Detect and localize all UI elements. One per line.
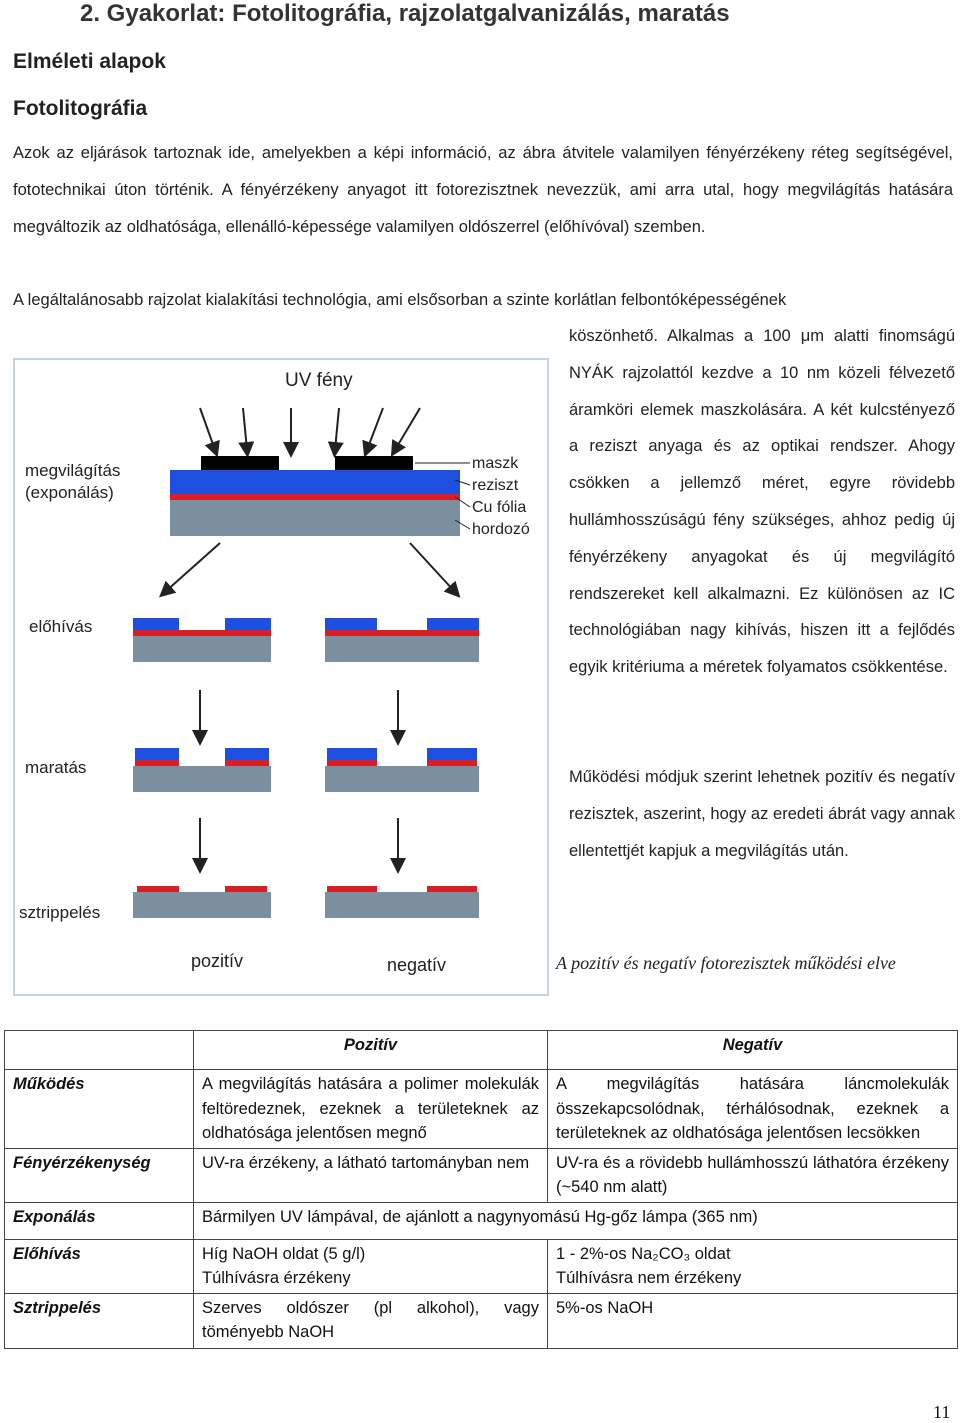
section-heading: Elméleti alapok bbox=[13, 50, 166, 73]
cell-negative: A megvilágítás hatására láncmolekulák ös… bbox=[547, 1069, 958, 1149]
row-label: Exponálás bbox=[4, 1201, 194, 1240]
row-label: Előhívás bbox=[4, 1238, 194, 1294]
table-row: Működés A megvilágítás hatására a polime… bbox=[4, 1069, 958, 1149]
page-title: 2. Gyakorlat: Fotolitográfia, rajzolatga… bbox=[80, 0, 730, 27]
page-number: 11 bbox=[933, 1402, 951, 1422]
legend-resist: reziszt bbox=[472, 477, 519, 494]
develop-label: előhívás bbox=[29, 617, 92, 636]
table-row: Sztrippelés Szerves oldószer (pl alkohol… bbox=[4, 1292, 958, 1349]
photolithography-figure: UV fény megvilágítás (exponálás) maszk r… bbox=[13, 358, 549, 996]
negative-label: negatív bbox=[387, 955, 446, 975]
cell-line: Túlhívásra érzékeny bbox=[202, 1269, 351, 1287]
cell-negative: 1 - 2%-os Na₂CO₃ oldat Túlhívásra nem ér… bbox=[547, 1238, 958, 1294]
developed-negative bbox=[325, 618, 479, 662]
uv-arrows bbox=[199, 407, 421, 458]
row-label: Sztrippelés bbox=[4, 1292, 194, 1349]
legend-substrate: hordozó bbox=[472, 521, 530, 538]
figure-caption: A pozitív és negatív fotorezisztek működ… bbox=[556, 953, 896, 973]
developed-positive bbox=[133, 618, 271, 662]
cell-line: Híg NaOH oldat (5 g/l) bbox=[202, 1244, 366, 1263]
cell-positive: UV-ra érzékeny, a látható tartományban n… bbox=[193, 1147, 548, 1203]
positive-label: pozitív bbox=[191, 951, 243, 971]
table-row: Exponálás Bármilyen UV lámpával, de aján… bbox=[4, 1201, 958, 1240]
legend-mask: maszk bbox=[472, 455, 519, 472]
intro-paragraph: Azok az eljárások tartoznak ide, amelyek… bbox=[13, 144, 953, 236]
exposure-label-1: megvilágítás bbox=[25, 461, 120, 480]
table-row: Fényérzékenység UV-ra érzékeny, a láthat… bbox=[4, 1147, 958, 1203]
etched-negative bbox=[325, 748, 479, 792]
cell-negative: UV-ra és a rövidebb hullámhosszú látható… bbox=[547, 1147, 958, 1203]
etched-positive bbox=[133, 748, 271, 792]
cell-positive: Szerves oldószer (pl alkohol), vagy tömé… bbox=[193, 1292, 548, 1349]
exposure-label-2: (exponálás) bbox=[25, 483, 114, 502]
process-diagram: UV fény megvilágítás (exponálás) maszk r… bbox=[19, 370, 530, 975]
stripped-negative bbox=[325, 886, 479, 918]
cell-positive: Híg NaOH oldat (5 g/l) Túlhívásra érzéke… bbox=[193, 1238, 548, 1294]
header-positive: Pozitív bbox=[193, 1030, 548, 1070]
technology-paragraph-start: A legáltalánosabb rajzolat kialakítási t… bbox=[13, 291, 787, 309]
row-label: Működés bbox=[4, 1069, 194, 1149]
stripped-positive bbox=[133, 886, 271, 918]
cell-line: Túlhívásra nem érzékeny bbox=[556, 1269, 742, 1287]
cell-negative: 5%-os NaOH bbox=[547, 1292, 958, 1349]
operation-paragraph: Működési módjuk szerint lehetnek pozitív… bbox=[569, 768, 955, 860]
comparison-table: Pozitív Negatív Működés A megvilágítás h… bbox=[4, 1030, 958, 1349]
subsection-heading: Fotolitográfia bbox=[13, 97, 148, 120]
etch-label: maratás bbox=[25, 758, 86, 777]
cell-line: 1 - 2%-os Na₂CO₃ oldat bbox=[556, 1244, 731, 1263]
header-negative: Negatív bbox=[547, 1030, 958, 1070]
cell-both: Bármilyen UV lámpával, de ajánlott a nag… bbox=[193, 1201, 958, 1240]
exposure-stack bbox=[170, 456, 460, 536]
table-header-row: Pozitív Negatív bbox=[4, 1030, 958, 1070]
technology-paragraph-continued: köszönhető. Alkalmas a 100 μm alatti fin… bbox=[569, 327, 955, 677]
row-label: Fényérzékenység bbox=[4, 1147, 194, 1203]
legend-copper: Cu fólia bbox=[472, 499, 526, 516]
strip-label: sztrippelés bbox=[19, 903, 100, 922]
uv-light-label: UV fény bbox=[285, 370, 353, 391]
table-row: Előhívás Híg NaOH oldat (5 g/l) Túlhívás… bbox=[4, 1238, 958, 1294]
cell-positive: A megvilágítás hatására a polimer moleku… bbox=[193, 1069, 548, 1149]
